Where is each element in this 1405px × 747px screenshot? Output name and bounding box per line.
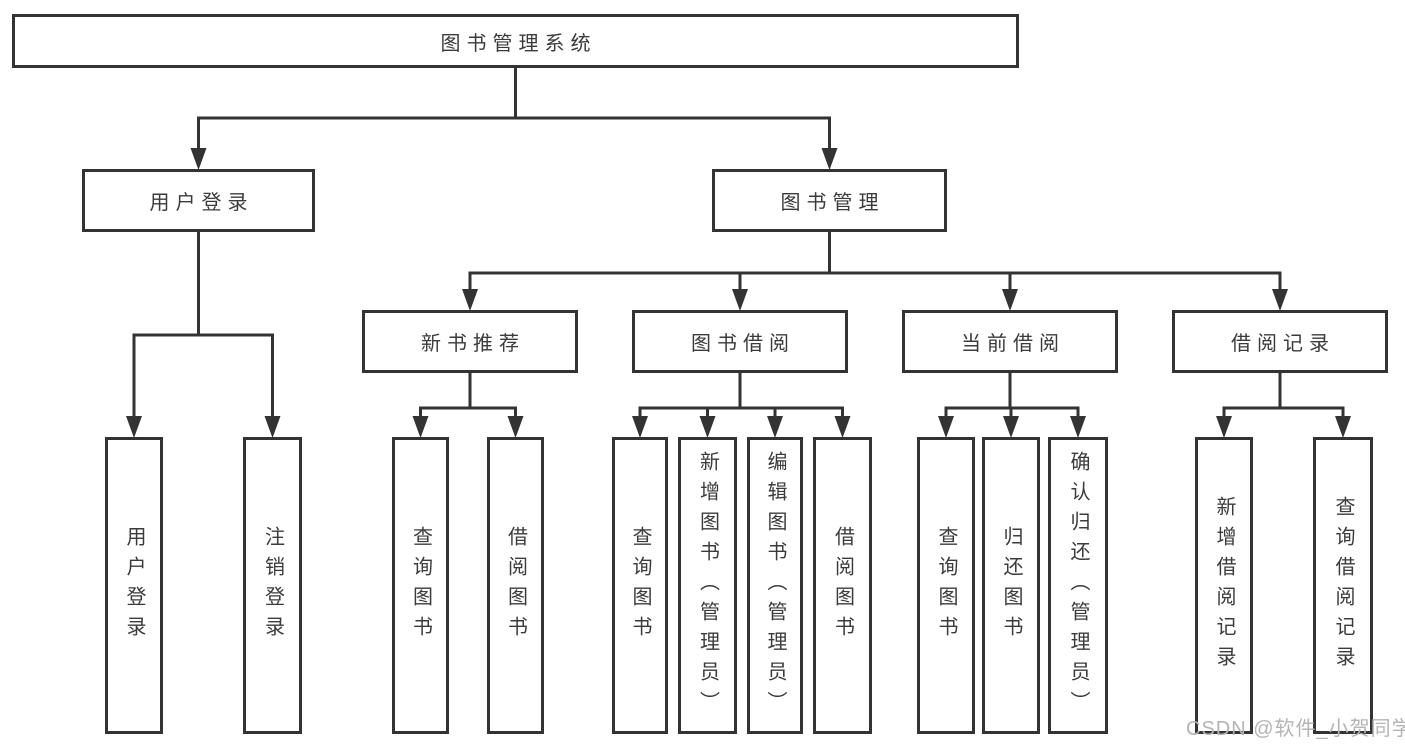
arrowhead-down-icon <box>938 416 954 438</box>
node-bb-add: 新增图书（管理员） <box>678 437 737 734</box>
node-label: 新增借阅记录 <box>1213 495 1235 676</box>
node-br-query: 查询借阅记录 <box>1313 437 1373 734</box>
node-logout: 注销登录 <box>243 437 302 734</box>
node-label: 用户登录 <box>149 192 254 214</box>
node-new-book: 新书推荐 <box>362 310 578 373</box>
node-label: 查询图书 <box>629 525 651 646</box>
node-borrow-records: 借阅记录 <box>1172 310 1388 373</box>
node-nb-borrow: 借阅图书 <box>487 437 544 734</box>
node-label: 查询图书 <box>409 525 432 646</box>
node-current-borrow: 当前借阅 <box>902 310 1118 373</box>
node-cb-confirm: 确认归还（管理员） <box>1048 437 1108 734</box>
node-label: 图书管理系统 <box>440 32 597 55</box>
arrowhead-down-icon <box>1070 416 1086 438</box>
node-label: 查询借阅记录 <box>1332 495 1354 676</box>
arrowhead-down-icon <box>1003 416 1019 438</box>
node-label: 当前借阅 <box>961 333 1065 355</box>
arrowhead-down-icon <box>264 416 281 438</box>
node-user-login: 用户登录 <box>82 169 315 232</box>
node-label: 图书借阅 <box>691 333 795 355</box>
node-label: 编辑图书（管理员） <box>764 450 786 721</box>
arrowhead-down-icon <box>821 148 838 170</box>
node-label: 注销登录 <box>261 525 284 646</box>
node-label: 确认归还（管理员） <box>1067 450 1089 721</box>
arrowhead-down-icon <box>834 416 851 438</box>
arrowhead-down-icon <box>412 416 429 438</box>
node-label: 新增图书（管理员） <box>696 450 719 721</box>
node-login: 用户登录 <box>105 437 163 734</box>
arrowhead-down-icon <box>462 289 478 311</box>
node-label: 借阅记录 <box>1231 333 1335 355</box>
node-label: 图书管理 <box>780 192 885 214</box>
node-book-borrow: 图书借阅 <box>632 310 848 373</box>
node-label: 用户登录 <box>123 525 145 646</box>
watermark: CSDN @软件_小贺同学 <box>1186 718 1405 740</box>
arrowhead-down-icon <box>1002 289 1018 311</box>
node-label: 借阅图书 <box>504 525 527 646</box>
node-label: 归还图书 <box>1000 525 1022 646</box>
arrowhead-down-icon <box>767 416 783 438</box>
node-book-mgmt: 图书管理 <box>712 169 947 232</box>
node-label: 查询图书 <box>935 525 957 646</box>
arrowhead-down-icon <box>732 289 748 311</box>
arrowhead-down-icon <box>1335 416 1351 438</box>
arrowhead-down-icon <box>126 416 142 438</box>
arrowhead-down-icon <box>1272 289 1288 311</box>
arrowhead-down-icon <box>190 148 207 170</box>
node-cb-query: 查询图书 <box>917 437 975 734</box>
arrowhead-down-icon <box>699 416 716 438</box>
node-nb-query: 查询图书 <box>392 437 449 734</box>
node-label: 借阅图书 <box>831 525 854 646</box>
node-label: 新书推荐 <box>421 333 525 355</box>
arrowhead-down-icon <box>1216 416 1232 438</box>
arrowhead-down-icon <box>507 416 524 438</box>
node-root: 图书管理系统 <box>12 14 1019 68</box>
node-bb-borrow: 借阅图书 <box>813 437 872 734</box>
node-cb-return: 归还图书 <box>982 437 1040 734</box>
arrowhead-down-icon <box>632 416 648 438</box>
node-bb-edit: 编辑图书（管理员） <box>747 437 803 734</box>
node-bb-query: 查询图书 <box>612 437 668 734</box>
node-br-add: 新增借阅记录 <box>1195 437 1253 734</box>
